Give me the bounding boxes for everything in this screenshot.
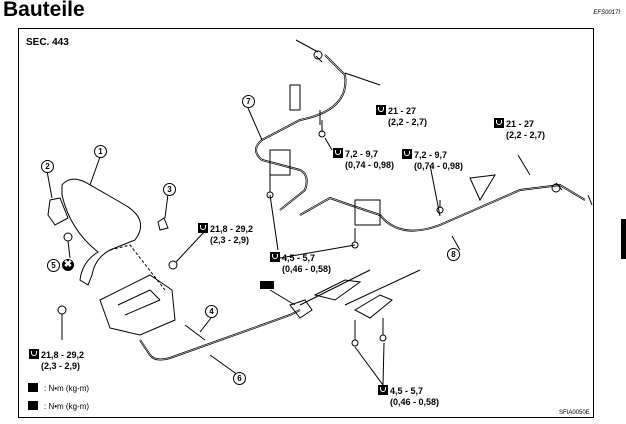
callout-5: 5 bbox=[47, 259, 60, 272]
parking-brake-lever bbox=[61, 178, 142, 286]
diagram-frame bbox=[18, 28, 594, 418]
torque-spec: 7,2 - 9,7 (0,74 - 0,98) bbox=[333, 148, 394, 171]
callout-4: 4 bbox=[205, 305, 218, 318]
torque-wrench-filled-icon bbox=[402, 149, 412, 159]
section-label: SEC. 443 bbox=[26, 37, 69, 48]
torque-wrench-icon bbox=[198, 223, 208, 233]
torque-wrench-filled-icon bbox=[28, 383, 38, 392]
torque-wrench-filled-icon bbox=[270, 252, 280, 262]
legend-item: : N•m (kg-m) bbox=[28, 401, 89, 411]
page-title: Bauteile bbox=[3, 0, 85, 21]
callout-2: 2 bbox=[41, 160, 54, 173]
torque-spec: 4,5 - 5,7 (0,46 - 0,58) bbox=[378, 385, 439, 408]
document-id: EFS0017I bbox=[593, 10, 620, 16]
callout-3: 3 bbox=[163, 183, 176, 196]
lever-grip-cover bbox=[47, 197, 69, 226]
rear-cable-left bbox=[255, 54, 347, 211]
torque-wrench-icon bbox=[29, 349, 39, 359]
torque-spec: 7,2 - 9,7 (0,74 - 0,98) bbox=[402, 149, 463, 172]
torque-wrench-filled-icon bbox=[333, 148, 343, 158]
do-not-reuse-icon: ✖ bbox=[62, 259, 74, 271]
torque-spec: 21,8 - 29,2 (2,3 - 2,9) bbox=[198, 223, 253, 246]
lever-base-bracket bbox=[99, 274, 176, 336]
callout-8: 8 bbox=[447, 248, 460, 261]
torque-spec: 21 - 27 (2,2 - 2,7) bbox=[494, 118, 545, 141]
figure-id: SFIA0050E bbox=[559, 410, 590, 416]
torque-wrench-icon bbox=[28, 401, 38, 410]
torque-spec: 21 - 27 (2,2 - 2,7) bbox=[376, 105, 427, 128]
callout-7: 7 bbox=[242, 95, 255, 108]
special-tool-icon bbox=[260, 281, 274, 289]
front-cable bbox=[139, 309, 301, 361]
legend-item: : N•m (kg-m) bbox=[28, 383, 89, 393]
callout-1: 1 bbox=[94, 145, 107, 158]
torque-spec: 21,8 - 29,2 (2,3 - 2,9) bbox=[29, 349, 84, 372]
callout-6: 6 bbox=[233, 372, 246, 385]
torque-spec: 4,5 - 5,7 (0,46 - 0,58) bbox=[270, 252, 331, 275]
torque-wrench-filled-icon bbox=[378, 385, 388, 395]
torque-wrench-icon bbox=[376, 105, 386, 115]
torque-wrench-icon bbox=[494, 118, 504, 128]
section-tab-marker bbox=[621, 219, 626, 259]
